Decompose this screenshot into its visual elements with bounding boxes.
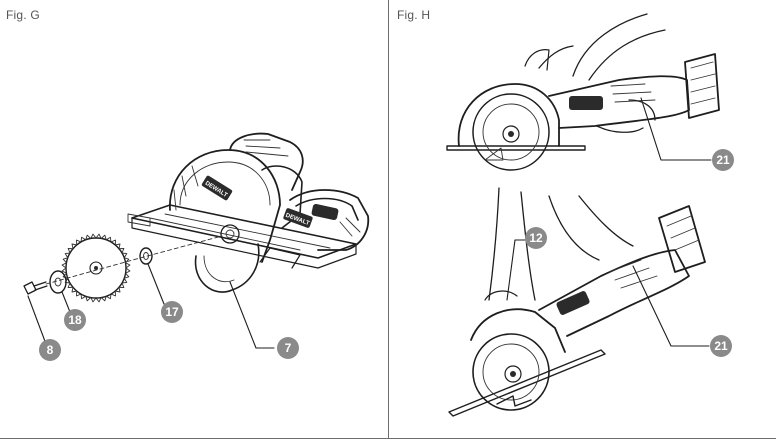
figure-g-label: Fig. G bbox=[6, 8, 40, 22]
outer-clamp-washer bbox=[49, 270, 67, 294]
svg-text:21: 21 bbox=[716, 153, 730, 167]
figure-h-label: Fig. H bbox=[397, 8, 431, 22]
saw-blade-exploded bbox=[61, 233, 131, 303]
leader-21-bottom bbox=[632, 265, 710, 347]
figure-h-panel: Fig. H bbox=[389, 0, 776, 438]
assembly-axis bbox=[45, 235, 223, 285]
callout-18: 18 bbox=[64, 309, 86, 331]
leader-18 bbox=[61, 291, 71, 313]
callout-12: 12 bbox=[525, 227, 547, 249]
panel-divider-vertical bbox=[388, 0, 389, 438]
saw-bottom-view bbox=[448, 187, 706, 417]
leader-8 bbox=[27, 295, 47, 345]
figure-h-illustration: 21 12 21 bbox=[446, 13, 734, 417]
lower-guard bbox=[194, 224, 260, 293]
svg-text:17: 17 bbox=[165, 305, 179, 319]
svg-text:18: 18 bbox=[68, 313, 82, 327]
leader-7 bbox=[229, 281, 275, 349]
figure-g-panel: Fig. G bbox=[0, 0, 388, 438]
leader-12 bbox=[506, 239, 526, 301]
saw-handle bbox=[289, 189, 370, 251]
blade-clamp-screw bbox=[23, 281, 48, 295]
callout-17: 17 bbox=[161, 301, 183, 323]
saw-top-view bbox=[446, 13, 720, 171]
page-bottom-rule bbox=[0, 438, 776, 439]
svg-text:12: 12 bbox=[529, 231, 543, 245]
motor-housing bbox=[229, 132, 304, 229]
leader-21-top bbox=[640, 97, 712, 161]
leader-17 bbox=[147, 263, 165, 305]
callout-21-bottom: 21 bbox=[710, 335, 732, 357]
svg-text:21: 21 bbox=[714, 339, 728, 353]
upper-blade-guard bbox=[169, 149, 281, 263]
inner-clamp-washer bbox=[139, 247, 153, 265]
callout-8: 8 bbox=[39, 339, 61, 361]
callout-7: 7 bbox=[277, 337, 299, 359]
blade-teeth bbox=[61, 233, 131, 303]
svg-text:7: 7 bbox=[285, 341, 292, 355]
figure-g-illustration: DEWALT DEWALT bbox=[23, 132, 370, 361]
brand-badge-guard: DEWALT bbox=[201, 175, 233, 201]
callout-21-top: 21 bbox=[712, 149, 734, 171]
brand-badge-motor: DEWALT bbox=[283, 208, 313, 228]
svg-text:8: 8 bbox=[47, 343, 54, 357]
